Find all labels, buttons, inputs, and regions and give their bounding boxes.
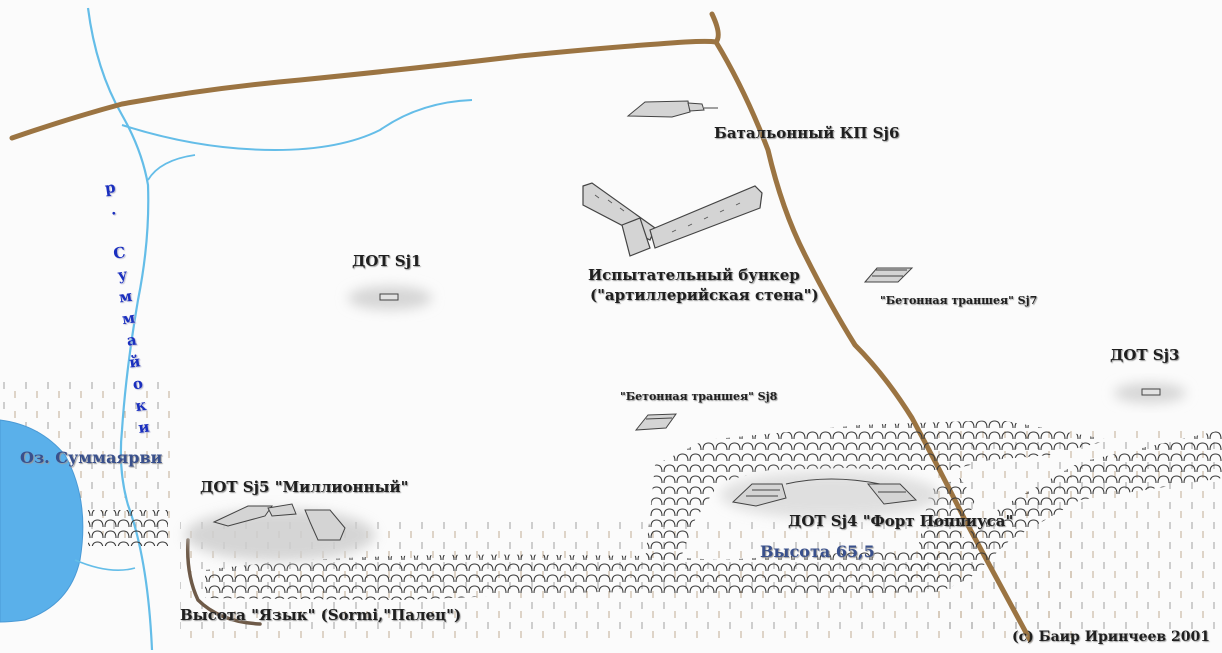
stream-south	[74, 559, 136, 571]
shade-sj4	[720, 471, 940, 519]
label-dot-sj3: ДОТ Sj3	[1110, 346, 1180, 364]
label-trench-sj8: "Бетонная траншея" Sj8	[620, 390, 778, 403]
river-tributary	[121, 99, 473, 152]
label-dot-sj1: ДОТ Sj1	[352, 252, 422, 270]
bunker-sj5-icon	[212, 503, 346, 541]
test-bunker-icon	[582, 182, 763, 257]
road-north	[9, 11, 721, 141]
bunker-sj4-icon	[731, 478, 918, 507]
bunker-sj6-icon	[626, 100, 718, 118]
label-test-bunker-line2: ("артиллерийская стена")	[590, 286, 819, 304]
shade-sj5	[185, 509, 375, 561]
label-dot-sj4: ДОТ Sj4 "Форт Поппиуса"	[788, 512, 1014, 530]
label-lake-summajarvi: Оз. Суммаярви	[20, 448, 163, 467]
trench-sj8-icon	[634, 413, 677, 431]
label-kp-sj6: Батальонный КП Sj6	[714, 124, 900, 142]
forest-southern-band	[205, 430, 1222, 600]
label-test-bunker-line1: Испытательный бункер	[588, 266, 800, 284]
bunker-sj1-icon	[379, 293, 399, 301]
label-trench-sj7: "Бетонная траншея" Sj7	[880, 294, 1038, 307]
forest-hill-ring	[645, 420, 1110, 562]
road-southwest	[185, 538, 262, 626]
label-dot-sj5: ДОТ Sj5 "Миллионный"	[200, 478, 409, 496]
bunker-sj3-icon	[1141, 388, 1161, 396]
trench-sj7-icon	[863, 267, 914, 283]
forest-west	[88, 510, 168, 546]
copyright-notice: (c) Баир Иринчеев 2001	[1011, 629, 1210, 645]
forest-ring-east	[905, 478, 975, 580]
lake-summajarvi	[0, 419, 84, 623]
label-height-655: Высота 65,5	[760, 542, 875, 561]
label-height-tongue: Высота "Язык" (Sormi,"Палец")	[180, 606, 462, 624]
river-branch	[147, 154, 196, 181]
